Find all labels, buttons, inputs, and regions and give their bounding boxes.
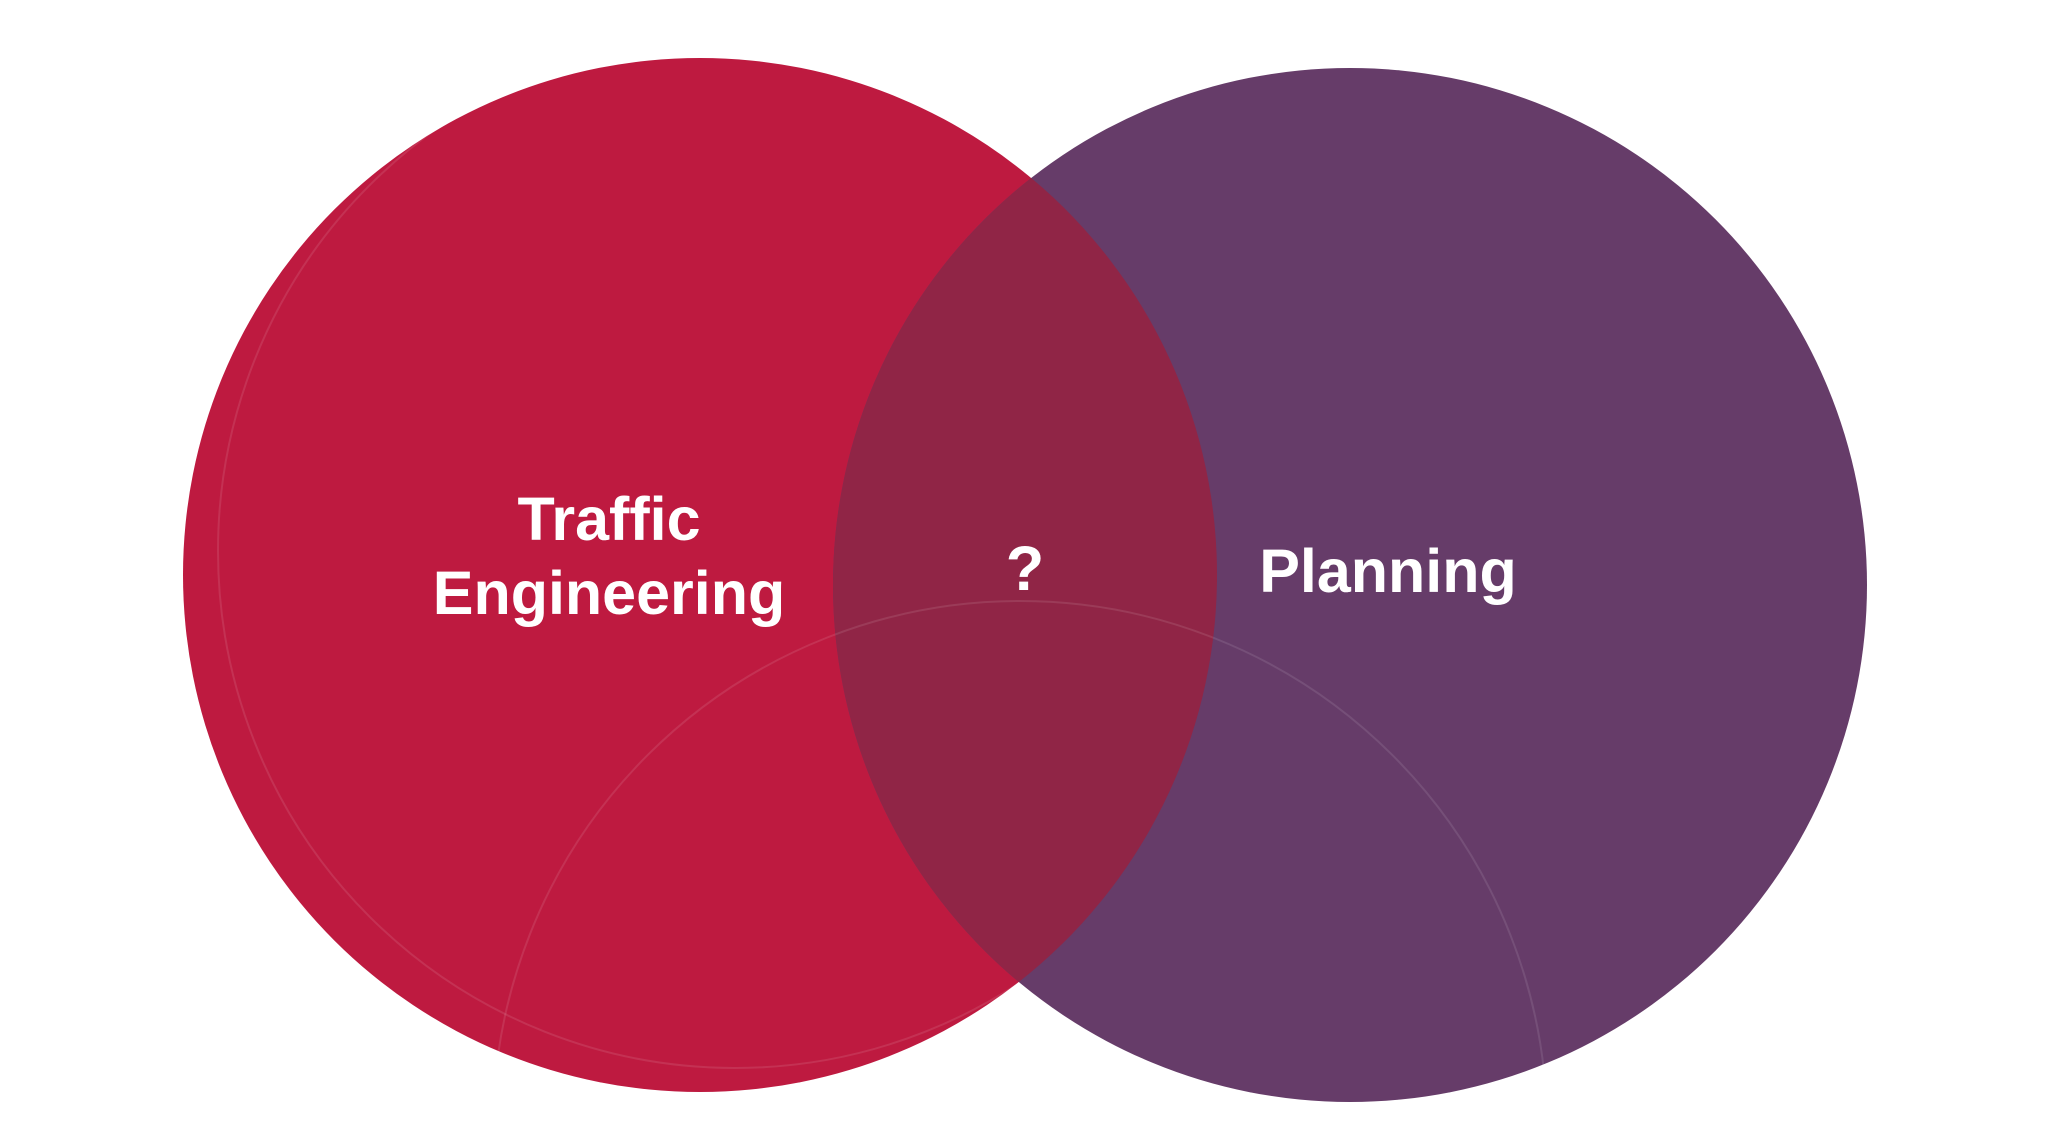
- ghost-arc-left-group: [217, 58, 1217, 1069]
- intersection-lens: [832, 178, 1218, 982]
- planning-label: Planning: [1259, 537, 1517, 605]
- ghost-arc-lower-group: [492, 600, 1548, 1102]
- ghost-arc-lower: [492, 600, 1548, 1102]
- intersection-question-mark-label: ?: [1005, 534, 1045, 604]
- ghost-arc-left: [217, 58, 1217, 1069]
- traffic-engineering-label: Traffic Engineering: [432, 485, 786, 627]
